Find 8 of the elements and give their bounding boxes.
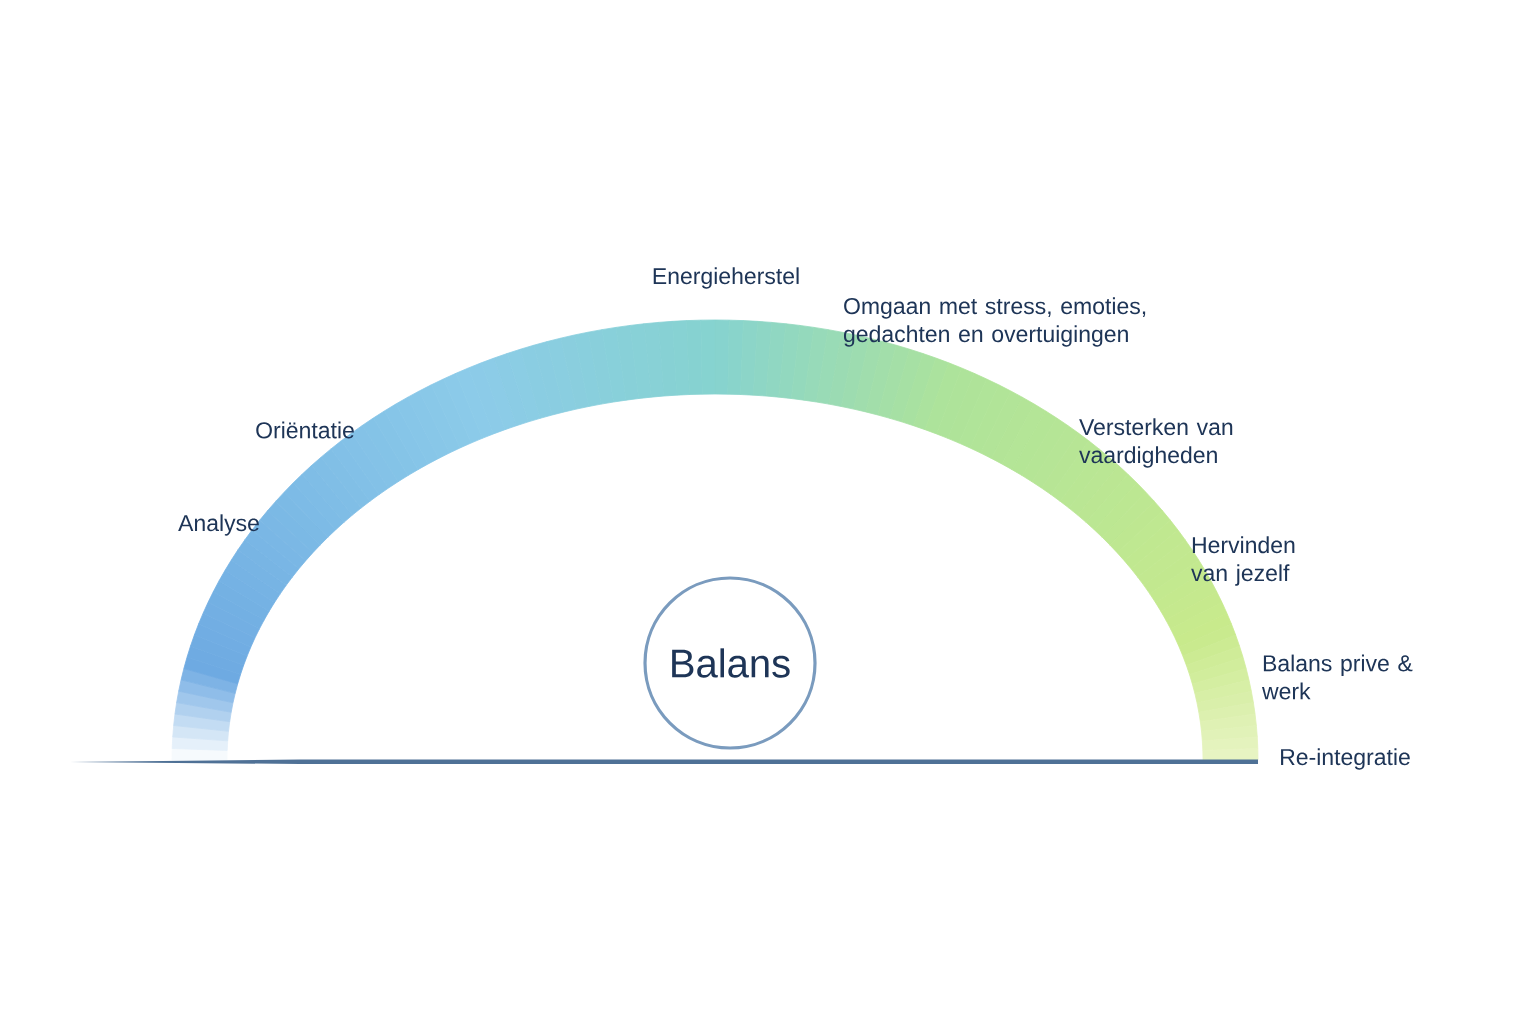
step-label: Re-integratie — [1281, 748, 1410, 770]
step-label: Hervinden van jezelf — [1191, 536, 1295, 586]
step-label: Analyse — [178, 514, 259, 536]
step-label: Energieherstel — [653, 267, 799, 289]
step-label: Versterken van vaardigheden — [1079, 418, 1233, 468]
step-label: Omgaan met stress, emoties, gedachten en overtuigingen — [844, 297, 1146, 347]
step-label: Balans prive & werk — [1262, 654, 1413, 700]
step-label: Oriëntatie — [256, 421, 354, 439]
